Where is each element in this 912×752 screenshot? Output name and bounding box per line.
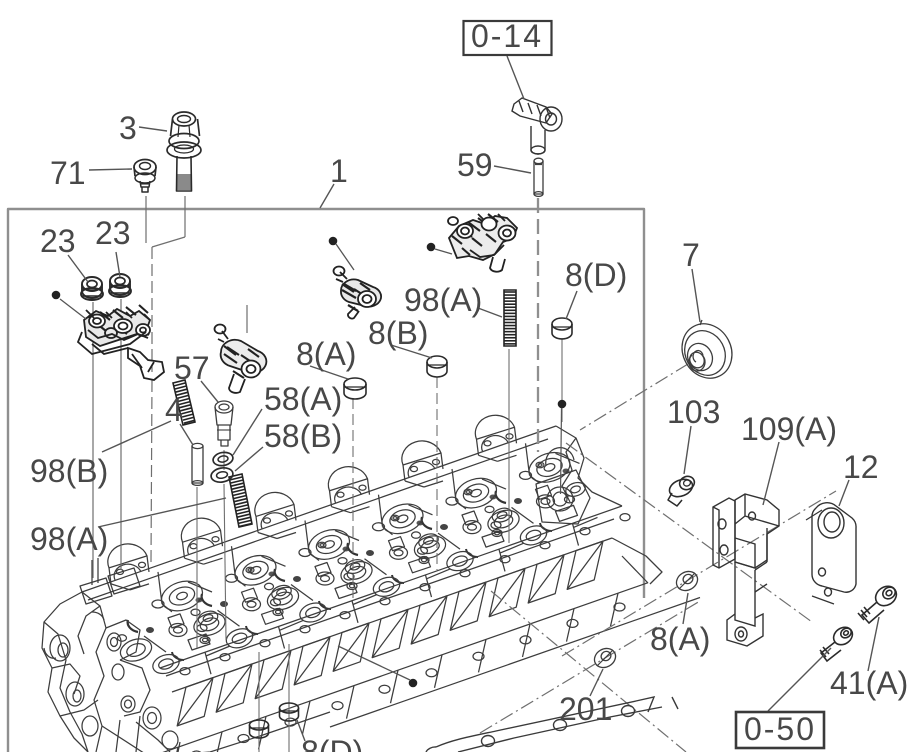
svg-text:98(A): 98(A) [30, 521, 108, 557]
svg-text:8(D): 8(D) [301, 734, 363, 752]
svg-text:98(B): 98(B) [30, 453, 108, 489]
svg-text:201: 201 [559, 691, 612, 727]
svg-text:109(A): 109(A) [741, 411, 837, 447]
svg-text:58(B): 58(B) [264, 418, 342, 454]
svg-text:8(A): 8(A) [650, 621, 710, 657]
svg-text:0-14: 0-14 [471, 18, 543, 54]
svg-text:8(A): 8(A) [296, 336, 356, 372]
svg-text:41(A): 41(A) [830, 665, 908, 701]
svg-text:8(B): 8(B) [368, 315, 428, 351]
svg-text:59: 59 [457, 147, 493, 183]
svg-text:23: 23 [95, 215, 131, 251]
svg-text:98(A): 98(A) [404, 282, 482, 318]
svg-text:1: 1 [330, 153, 348, 189]
svg-text:4: 4 [165, 392, 183, 428]
svg-text:3: 3 [119, 110, 137, 146]
svg-text:7: 7 [682, 237, 700, 273]
svg-text:0-50: 0-50 [744, 711, 816, 747]
svg-text:23: 23 [40, 223, 76, 259]
svg-text:8(D): 8(D) [565, 257, 627, 293]
svg-text:103: 103 [667, 394, 720, 430]
svg-text:71: 71 [50, 155, 86, 191]
svg-text:57: 57 [174, 350, 210, 386]
svg-text:58(A): 58(A) [264, 381, 342, 417]
svg-text:12: 12 [843, 449, 879, 485]
